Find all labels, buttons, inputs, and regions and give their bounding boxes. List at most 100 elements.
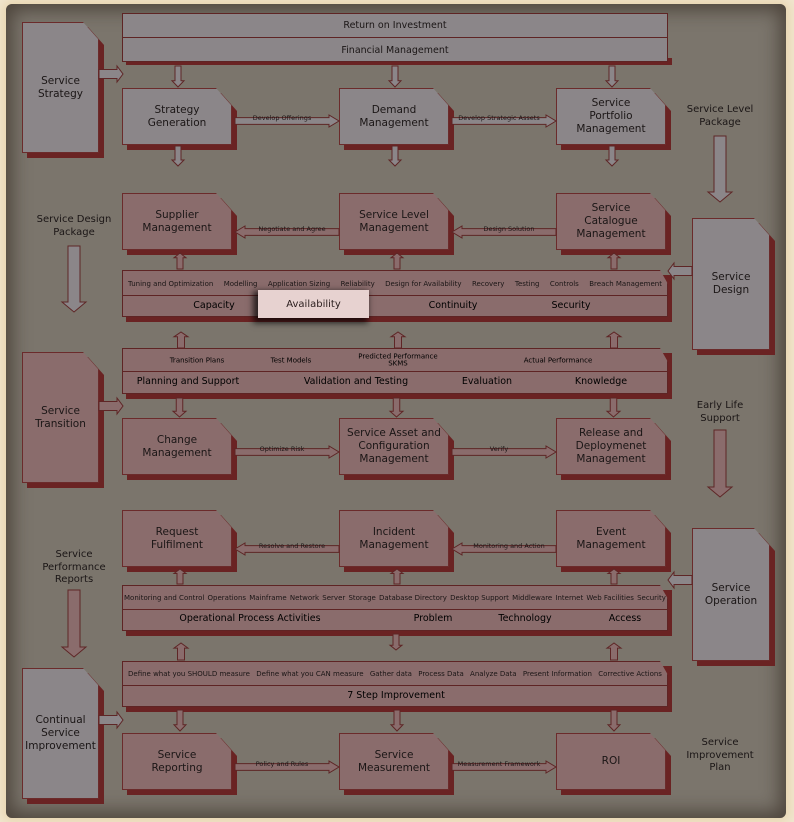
operation-down-arrow [388,633,404,651]
csi-down-arrow [389,709,405,732]
strategy-down-arrow-icon [387,65,403,88]
transition-down-arrow [605,397,622,418]
activity-label: Middleware [512,594,553,602]
early-life-support-note: Early Life Support [696,400,744,424]
activity-label: Reliability [340,279,375,288]
service-improvement-plan-note: Service Improvement Plan [686,737,754,773]
transition-down-arrow [171,397,188,418]
transition-activity-label: Test Models [270,356,312,365]
activity-label: Define what you CAN measure [256,670,364,678]
transition-to-band-arrow [98,396,124,416]
service-transition-box: Service Transition [22,352,99,483]
strategy-process-box: Strategy Generation [122,88,232,145]
policy-rules-arrow-icon [234,760,340,774]
csi-to-band-arrow-icon [98,710,124,730]
strategy-down-arrow [604,65,620,88]
design-process-box: Service Level Management [339,193,449,250]
policy-rules-arrow: Policy and Rules [234,758,340,774]
divider [123,609,667,610]
csi-down-arrow-icon [606,709,622,732]
strategy-process-box: Service Portfolio Management [556,88,666,145]
transition-activity-label: Actual Performance [523,356,593,365]
csi-down-arrow-icon [172,709,188,732]
slp-down-arrow [706,135,734,203]
divider [122,37,668,38]
activity-label: Corrective Actions [598,670,662,678]
flow-label: Resolve and Restore [258,542,326,550]
activity-label: Present Information [522,670,592,678]
transition-activity-label: Transition Plans [169,356,225,365]
strategy-process-box: Demand Management [339,88,449,145]
csi-process-box: Service Measurement [339,733,449,790]
csi-down-arrow [606,709,622,732]
design-to-band-arrow [667,261,693,281]
design-area-label: Security [551,300,591,312]
develop-offerings-arrow-icon [234,114,340,128]
operation-up-arrow [172,568,188,585]
activity-label: Analyze Data [470,670,517,678]
transition-down-arrow-icon [605,397,622,418]
service-operation-box: Service Operation [692,528,770,661]
design-up-arrow-icon [389,331,407,349]
strategy-to-band-arrow-icon [98,64,124,84]
transition-down-arrow [388,397,405,418]
operation-process-box: Event Management [556,510,666,567]
availability-highlight[interactable]: Availability [258,290,369,318]
flow-label: Verify [489,445,509,453]
design-up-arrow [389,331,407,349]
csi-process-box: Service Reporting [122,733,232,790]
transition-area-label: Knowledge [574,376,628,388]
transition-area-label: Validation and Testing [303,376,409,388]
activity-label: Controls [549,279,579,288]
strategy-down-arrow-icon [604,65,620,88]
transition-process-box: Change Management [122,418,232,475]
csi-up-arrow [605,642,623,661]
flow-label: Develop Offerings [252,114,312,122]
design-up-arrow [172,252,188,270]
transition-area-label: Planning and Support [136,376,240,388]
activity-label: Application Sizing [267,279,331,288]
divider [123,295,667,296]
operation-to-band-arrow [667,570,693,590]
els-down-arrow [706,429,734,498]
operation-area-label: Access [608,613,642,625]
operation-up-arrow [606,568,622,585]
csi-up-arrow-icon [605,642,623,661]
strategy-to-band-arrow [98,64,124,84]
negotiate-agree-arrow-icon [234,225,340,239]
csi-band-title: 7 Step Improvement [347,690,445,702]
activity-label: Monitoring and Control [124,594,205,602]
operation-up-arrow [389,568,405,585]
strategy-down-arrow-icon [387,145,403,167]
csi-box: Continual Service Improvement [22,668,99,799]
design-up-arrow [389,252,405,270]
activity-label: Server [322,594,346,602]
strategy-down-arrow [387,145,403,167]
design-up-arrow-icon [606,252,622,270]
design-up-arrow [605,331,623,349]
operation-to-band-arrow-icon [667,570,693,590]
activity-label: Tuning and Optimization [128,279,214,288]
optimize-risk-arrow-icon [234,445,340,459]
monitoring-action-arrow-icon [451,542,557,556]
flow-label: Monitoring and Action [473,542,545,550]
slp-down-arrow-icon [706,135,734,203]
resolve-restore-arrow: Resolve and Restore [234,540,340,556]
activity-label: Design for Availability [385,279,462,288]
develop-offerings-arrow: Develop Offerings [234,112,340,128]
els-down-arrow-icon [706,429,734,498]
design-solution-arrow: Design Solution [451,223,557,239]
transition-down-arrow-icon [171,397,188,418]
csi-up-arrow-icon [172,642,190,661]
operation-area-label: Problem [413,613,453,625]
design-up-arrow-icon [172,331,190,349]
service-design-package-note: Service Design Package [36,214,112,238]
activity-label: Recovery [471,279,505,288]
negotiate-agree-arrow: Negotiate and Agree [234,223,340,239]
operation-up-arrow-icon [606,568,622,585]
strategy-down-arrow [170,145,186,167]
spr-down-arrow [60,589,88,658]
